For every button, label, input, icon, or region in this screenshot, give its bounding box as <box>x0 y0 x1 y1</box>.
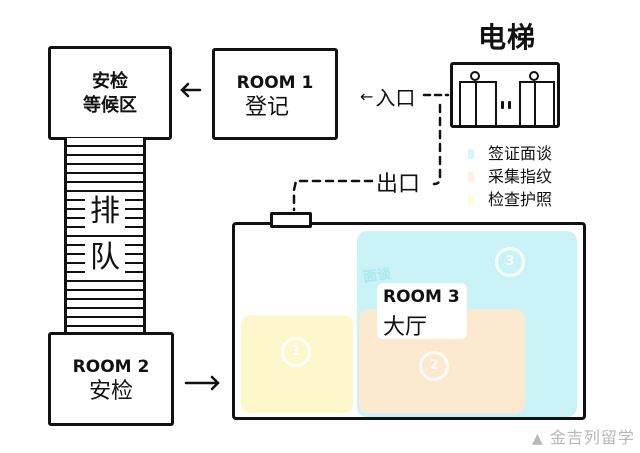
zone-number-3: 3 <box>495 247 525 277</box>
room-1-registration: ROOM 1 登记 <box>212 48 338 140</box>
exit-dashed-line <box>432 103 442 186</box>
legend: 签证面谈 采集指纹 检查护照 <box>468 142 553 211</box>
room-2-label: ROOM 2 <box>72 357 150 377</box>
arrow-right-icon <box>184 375 220 391</box>
entrance-text: 入口 <box>375 86 416 110</box>
room-2-security: ROOM 2 安检 <box>48 332 174 426</box>
exit-door <box>270 212 312 228</box>
legend-swatch <box>468 194 474 205</box>
arrow-left-icon <box>180 82 202 98</box>
legend-item: 检查护照 <box>468 188 553 211</box>
zone-number-1: 1 <box>281 337 311 367</box>
queue-char-2: 队 <box>85 238 125 278</box>
room-3-label-box: ROOM 3 大厅 <box>377 283 467 340</box>
queue-lane: 排 队 <box>64 138 146 334</box>
exit-to-door-line <box>292 179 374 212</box>
room-1-label: ROOM 1 <box>236 73 314 93</box>
legend-swatch <box>468 171 474 182</box>
legend-swatch <box>468 148 474 159</box>
elevator-title: 电梯 <box>478 21 537 54</box>
waiting-label-1: 安检 <box>92 71 128 92</box>
waiting-label-2: 等候区 <box>83 95 137 116</box>
entrance-arrow-icon: ← <box>360 87 374 106</box>
exit-label: 出口 <box>376 172 421 197</box>
watermark-logo-icon: ▲ <box>532 431 544 447</box>
room-3-name: 大厅 <box>383 315 428 340</box>
watermark-text: 金吉列留学 <box>549 428 635 447</box>
elevator-icon <box>450 62 560 128</box>
zone-number-2: 2 <box>419 351 449 381</box>
room-3-hall: 面谈 3 2 1 ROOM 3 大厅 <box>232 222 586 420</box>
legend-item: 签证面谈 <box>468 142 553 165</box>
watermark: ▲ 金吉列留学 <box>532 424 635 448</box>
legend-label: 签证面谈 <box>488 144 553 163</box>
queue-char-1: 排 <box>85 194 125 230</box>
room-2-name: 安检 <box>88 379 133 404</box>
room-3-label: ROOM 3 <box>383 287 460 307</box>
legend-label: 采集指纹 <box>488 167 553 186</box>
legend-item: 采集指纹 <box>468 165 553 188</box>
entrance-label: ← 入口 <box>360 82 415 111</box>
room-1-name: 登记 <box>244 95 289 120</box>
legend-label: 检查护照 <box>488 190 553 209</box>
